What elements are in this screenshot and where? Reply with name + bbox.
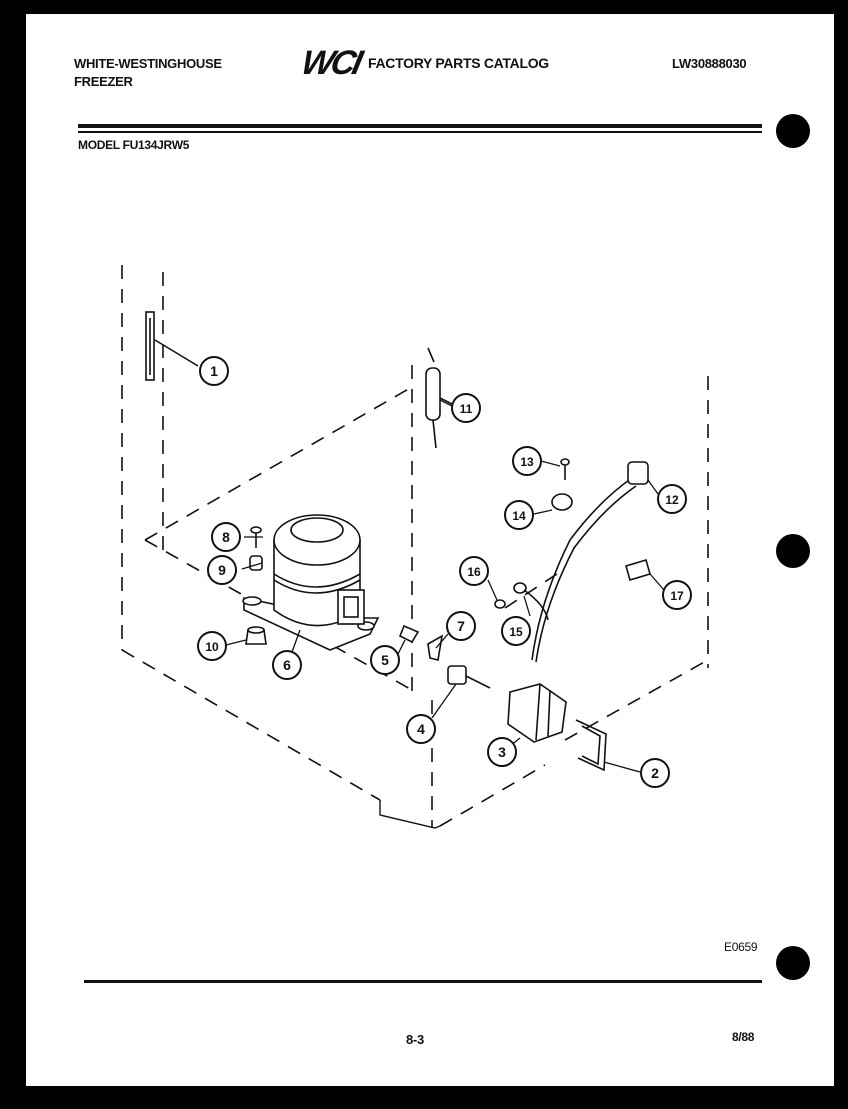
part-13-screw: [560, 458, 570, 480]
header-rule-thin: [78, 131, 762, 133]
binder-hole-middle: [776, 534, 810, 568]
part-14-clamp: [551, 493, 573, 511]
catalog-page: [26, 14, 834, 1086]
part-15-clamp: [513, 582, 549, 621]
callout-5: 5: [381, 652, 389, 668]
callout-17: 17: [670, 589, 684, 603]
part-17-clip: [625, 559, 651, 581]
catalog-title: FACTORY PARTS CATALOG: [368, 55, 549, 71]
page-number: 8-3: [406, 1032, 424, 1047]
callout-6: 6: [283, 657, 291, 673]
callout-11: 11: [460, 402, 473, 416]
header-rule-thick: [78, 124, 762, 128]
part-1-strip: [145, 311, 199, 381]
callout-2: 2: [651, 765, 659, 781]
callout-3: 3: [498, 744, 506, 760]
callout-1: 1: [210, 363, 218, 379]
callout-9: 9: [218, 562, 226, 578]
leader-lines: [225, 399, 665, 773]
callout-8: 8: [222, 529, 230, 545]
callout-15: 15: [509, 625, 523, 639]
callout-13: 13: [520, 455, 534, 469]
model-label: MODEL FU134JRW5: [78, 138, 190, 152]
part-5-clip: [398, 624, 420, 644]
callout-circles: [197, 356, 692, 788]
callout-16: 16: [467, 565, 481, 579]
part-6-compressor: [242, 514, 380, 651]
cabinet-outline: [121, 265, 709, 828]
part-4-relay: [447, 665, 491, 689]
binder-hole-top: [776, 114, 810, 148]
callout-14: 14: [512, 509, 526, 523]
callout-4: 4: [417, 721, 425, 737]
callout-7: 7: [457, 618, 465, 634]
binder-hole-bottom: [776, 946, 810, 980]
part-10-mount: [245, 626, 267, 645]
brand-line-2: FREEZER: [74, 74, 133, 89]
footer-rule: [84, 980, 762, 983]
part-8-screw: [250, 526, 262, 548]
callout-12: 12: [665, 493, 679, 507]
part-16-screw: [494, 599, 506, 609]
page-date: 8/88: [732, 1030, 755, 1044]
part-7-connector: [427, 634, 444, 661]
part-3-overload: [507, 683, 567, 743]
drawing-code: E0659: [724, 940, 758, 954]
catalog-number: LW30888030: [672, 56, 747, 71]
callout-10: 10: [205, 640, 219, 654]
brand-line-1: WHITE-WESTINGHOUSE: [74, 56, 222, 71]
part-11-tube: [425, 347, 453, 449]
part-12-cord: [531, 461, 649, 663]
part-2-bracket: [575, 719, 607, 772]
